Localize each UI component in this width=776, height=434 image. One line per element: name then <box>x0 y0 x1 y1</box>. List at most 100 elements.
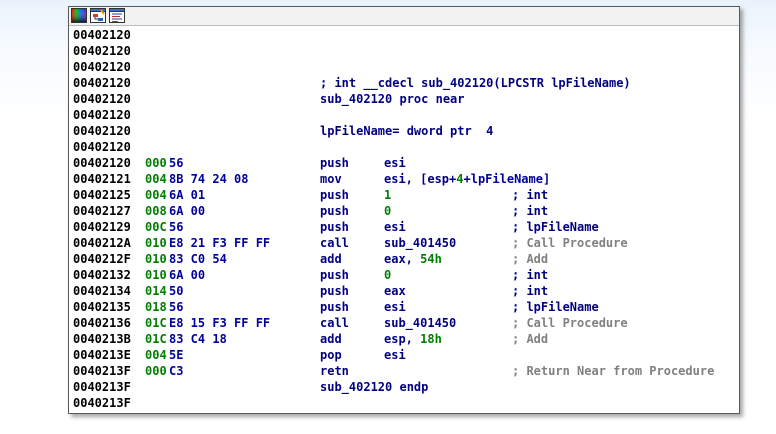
mnemonic: push <box>320 268 349 282</box>
comment: ; int <box>512 204 549 218</box>
address: 00402120 <box>73 28 131 42</box>
listing-line[interactable]: 00402120 <box>73 59 739 75</box>
opcode-bytes: 50 <box>169 284 184 298</box>
address: 00402134 <box>73 284 131 298</box>
address: 00402120 <box>73 92 131 106</box>
mnemonic: push <box>320 204 349 218</box>
comment: ; int <box>512 284 549 298</box>
address: 00402127 <box>73 204 131 218</box>
address: 00402136 <box>73 316 131 330</box>
stack-pointer: 01C <box>145 332 167 346</box>
listing-line[interactable]: 00402120 sub_402120 proc near <box>73 91 739 107</box>
operand: 0 <box>384 204 392 218</box>
header-text: sub_402120 endp <box>320 380 429 394</box>
operand: esp, 18h <box>384 332 442 346</box>
stack-pointer: 004 <box>145 172 167 186</box>
address: 00402121 <box>73 172 131 186</box>
opcode-bytes: 8B 74 24 08 <box>169 172 249 186</box>
opcode-bytes: 5E <box>169 348 184 362</box>
mnemonic: call <box>320 236 349 250</box>
opcode-bytes: 83 C4 18 <box>169 332 227 346</box>
listing-line[interactable]: 00402120 <box>73 139 739 155</box>
mnemonic: push <box>320 300 349 314</box>
address: 00402120 <box>73 156 131 170</box>
opcode-bytes: 83 C0 54 <box>169 252 227 266</box>
auto-comment: ; Call Procedure <box>512 316 628 330</box>
stack-pointer: 008 <box>145 204 167 218</box>
auto-comment: ; Call Procedure <box>512 236 628 250</box>
toolbar <box>69 7 739 26</box>
address: 0040213E <box>73 348 131 362</box>
address: 00402135 <box>73 300 131 314</box>
listing-line[interactable]: 00402120 <box>73 43 739 59</box>
text-view-icon[interactable] <box>109 8 125 23</box>
operand: 1 <box>384 188 392 202</box>
address: 00402120 <box>73 76 131 90</box>
opcode-bytes: 6A 00 <box>169 268 206 282</box>
operand: esi <box>384 348 406 362</box>
opcode-bytes: 56 <box>169 220 184 234</box>
operand: esi <box>384 156 406 170</box>
mnemonic: pop <box>320 348 342 362</box>
address: 0040212F <box>73 252 131 266</box>
stack-pointer: 010 <box>145 252 167 266</box>
opcode-bytes: 56 <box>169 156 184 170</box>
operand: esi <box>384 220 406 234</box>
listing-line[interactable]: 00402120 <box>73 27 739 43</box>
listing-line[interactable]: 00402120 <box>73 107 739 123</box>
stack-pointer: 014 <box>145 284 167 298</box>
operand: sub_401450 <box>384 316 457 330</box>
address: 0040213F <box>73 364 131 378</box>
opcode-bytes: E8 21 F3 FF FF <box>169 236 271 250</box>
stack-pointer: 010 <box>145 236 167 250</box>
stack-pointer: 000 <box>145 364 167 378</box>
auto-comment: ; Return Near from Procedure <box>512 364 715 378</box>
operand: 0 <box>384 268 392 282</box>
listing-line[interactable]: 0040213F sub_402120 endp <box>73 379 739 395</box>
stack-pointer: 004 <box>145 348 167 362</box>
address: 00402120 <box>73 108 131 122</box>
graph-view-icon[interactable] <box>90 8 106 23</box>
stack-pointer: 000 <box>145 156 167 170</box>
opcode-bytes: 6A 01 <box>169 188 206 202</box>
listing-line[interactable]: 0040213F <box>73 395 739 411</box>
address: 0040213F <box>73 380 131 394</box>
header-text: sub_402120 proc near <box>320 92 465 106</box>
comment: ; int <box>512 188 549 202</box>
mnemonic: add <box>320 252 342 266</box>
listing-line[interactable]: 00402120; int __cdecl sub_402120(LPCSTR … <box>73 75 739 91</box>
address: 00402132 <box>73 268 131 282</box>
operand: eax <box>384 284 406 298</box>
comment: ; lpFileName <box>512 300 599 314</box>
mnemonic: call <box>320 316 349 330</box>
mnemonic: push <box>320 284 349 298</box>
mnemonic: push <box>320 220 349 234</box>
operand: eax, 54h <box>384 252 442 266</box>
auto-comment: ; Add <box>512 252 549 266</box>
address: 0040212A <box>73 236 131 250</box>
stack-pointer: 004 <box>145 188 167 202</box>
address: 00402125 <box>73 188 131 202</box>
opcode-bytes: C3 <box>169 364 184 378</box>
opcode-bytes: E8 15 F3 FF FF <box>169 316 271 330</box>
graph-colors-icon[interactable] <box>71 8 87 23</box>
mnemonic: push <box>320 188 349 202</box>
comment: ; lpFileName <box>512 220 599 234</box>
mnemonic: mov <box>320 172 342 186</box>
